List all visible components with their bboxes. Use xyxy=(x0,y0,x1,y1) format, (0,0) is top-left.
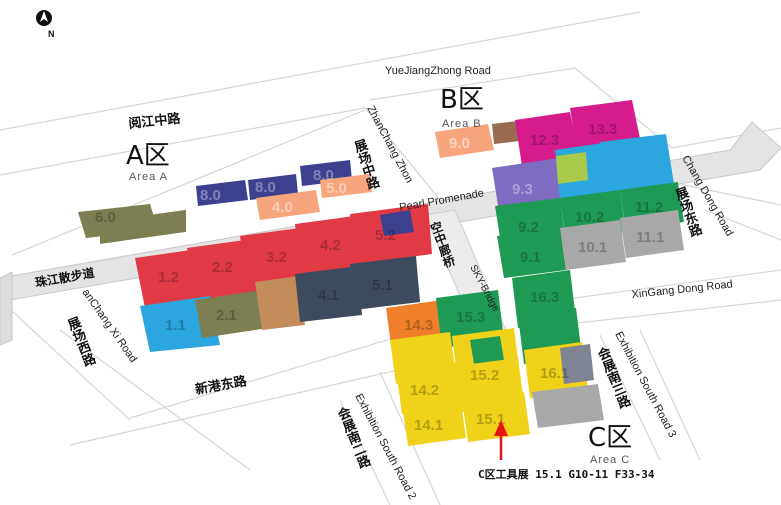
hall-label: 9.1 xyxy=(520,249,541,266)
hall-label: 9.2 xyxy=(518,219,539,236)
road-xingang-dong-zh: 新港东路 xyxy=(194,373,249,398)
hall-label: 8.0 xyxy=(200,187,221,204)
hall-label: 1.1 xyxy=(165,317,186,334)
hall-row xyxy=(100,209,186,244)
hall-5-0 xyxy=(320,174,372,198)
area-b-sub: Area B xyxy=(442,118,482,130)
hall-15-0 xyxy=(462,392,530,442)
hall-10-1 xyxy=(560,220,626,270)
hall-label: 5.1 xyxy=(372,277,393,294)
hall-2-1 xyxy=(195,290,268,338)
hall-label: 12.3 xyxy=(530,132,559,149)
road-yuejiang-zh: 阅江中路 xyxy=(128,111,182,132)
road-xingang-dong-en: XinGang Dong Road xyxy=(631,278,733,301)
hall-label: 11.1 xyxy=(636,229,664,246)
hall-8-0-a xyxy=(196,180,248,206)
hall-11-1 xyxy=(620,210,684,258)
booth-caption: C区工具展 15.1 G10-11 F33-34 xyxy=(478,468,655,481)
hall-11-3 xyxy=(600,134,674,194)
hall-label: 5.0 xyxy=(326,180,347,197)
hall-label: 15.2 xyxy=(470,367,499,384)
hall-label: 10.2 xyxy=(575,209,604,226)
area-b-letter: B区 xyxy=(440,85,484,115)
hall-label: 14.1 xyxy=(414,417,443,434)
hall-labels: 6.0 8.0 8.0 8.0 4.0 5.0 1.2 2.2 3.2 4.2 … xyxy=(95,121,664,434)
area-c-sub: Area C xyxy=(590,454,630,466)
hall-label: 9.3 xyxy=(512,181,533,198)
hall-5-1 xyxy=(350,256,420,310)
hall-8-0-b xyxy=(248,174,298,200)
hall-label: 16.3 xyxy=(530,289,559,306)
hall-14-0 xyxy=(402,396,466,446)
hall-label: 8.0 xyxy=(255,179,276,196)
hall-15-2b xyxy=(470,336,504,364)
hall-label: 15.3 xyxy=(456,309,485,326)
hall-corner xyxy=(380,210,414,236)
hall-label: 2.1 xyxy=(216,307,237,324)
hall-label: 13.3 xyxy=(588,121,617,138)
hall-4-0 xyxy=(256,190,320,220)
hall-label: 15.1 xyxy=(476,411,505,428)
north-arrow-icon: N xyxy=(36,10,55,39)
area-a-halls xyxy=(78,160,432,352)
area-a-label: A区 Area A xyxy=(126,141,170,183)
area-b-halls xyxy=(435,100,684,278)
area-c-label: C区 Area C xyxy=(588,423,632,466)
hall-label: 5.2 xyxy=(375,227,396,244)
hall-label: 11.2 xyxy=(635,199,663,216)
highlight-marker xyxy=(494,420,508,460)
hall-label: 6.0 xyxy=(95,209,116,226)
compass-letter: N xyxy=(48,29,55,39)
area-b-label: B区 Area B xyxy=(440,85,484,130)
hall-label: 1.2 xyxy=(158,269,179,286)
hall-9-1 xyxy=(497,228,566,278)
hall-label: 10.1 xyxy=(578,239,607,256)
hall-c-grey xyxy=(532,384,604,428)
hall-9-0 xyxy=(435,124,494,158)
hall-label: 9.0 xyxy=(449,135,470,152)
road-zhanchang-xi-zh: 展场西路 xyxy=(63,315,97,369)
hall-label: 2.2 xyxy=(212,259,233,276)
hall-3-1 xyxy=(255,276,305,330)
hall-label: 16.1 xyxy=(540,365,569,382)
hall-4-1 xyxy=(295,266,362,322)
road-yuejiang-en: YueJiangZhong Road xyxy=(385,65,491,77)
area-a-sub: Area A xyxy=(129,171,168,183)
area-c-halls xyxy=(386,270,604,446)
hall-label: 8.0 xyxy=(313,167,334,184)
area-c-letter: C区 xyxy=(588,423,632,453)
area-a-letter: A区 xyxy=(126,141,170,171)
hall-label: 14.3 xyxy=(404,317,433,334)
hall-label: 3.2 xyxy=(266,249,287,266)
hall-label: 4.1 xyxy=(318,287,339,304)
hall-10-3-lime xyxy=(556,152,588,184)
hall-label: 14.2 xyxy=(410,382,439,399)
hall-label: 4.2 xyxy=(320,237,341,254)
hall-16-1-grey xyxy=(560,344,594,384)
hall-label: 4.0 xyxy=(272,199,293,216)
